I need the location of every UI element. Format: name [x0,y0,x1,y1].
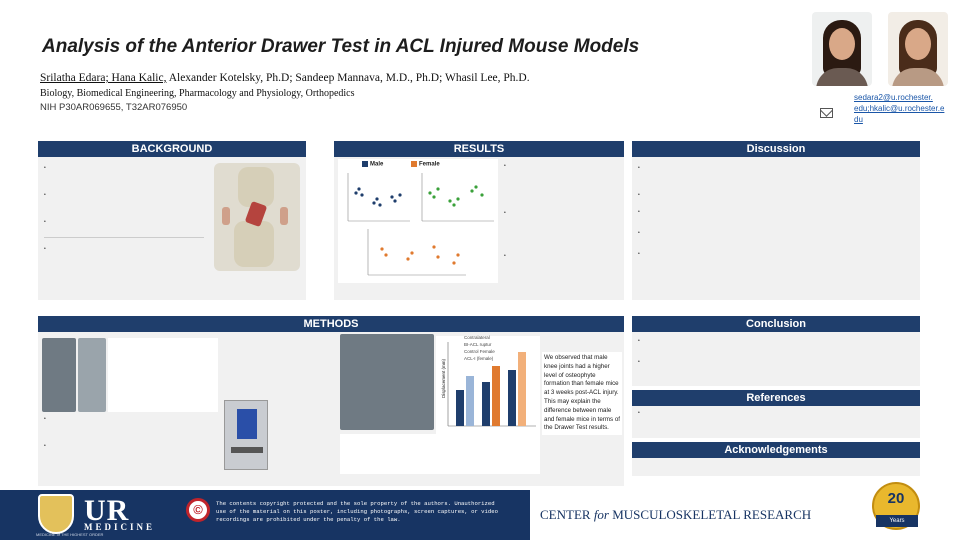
legend-item-acl-rupture: BI-ACL ruptur [464,342,492,347]
footer-dark-band [0,490,530,540]
methods-xray-strip [340,334,434,430]
results-text [504,163,618,292]
methods-panel: METHODS Displacement (mm) Contralateral … [38,316,624,486]
results-heading: RESULTS [334,141,624,157]
legend-female-swatch [411,161,418,167]
methods-chart-legend: Contralateral BI-ACL ruptur Control Fema… [464,334,534,362]
methods-bar-chart: Displacement (mm) [436,336,540,434]
author-photo-1 [812,12,872,86]
copyright-icon: © [186,498,210,522]
mail-icon [820,108,833,118]
conclusion-heading: Conclusion [632,316,920,332]
email-line-2[interactable]: edu;hkalic@u.rochester.e [854,104,945,113]
acknowledgements-heading: Acknowledgements [632,442,920,458]
email-line-1[interactable]: sedara2@u.rochester. [854,93,933,102]
legend-female-label: Female [419,161,440,168]
background-text [44,165,194,273]
department-line: Biology, Biomedical Engineering, Pharmac… [40,88,355,99]
author-list: Srilatha Edara; Hana Kalic, Alexander Ko… [40,72,530,84]
results-legend: Male Female [362,161,440,168]
methods-heading: METHODS [38,316,624,332]
methods-figure-caption [108,338,218,412]
author-list-presenters: Srilatha Edara; Hana Kalic, [40,72,167,84]
legend-item-contralateral: Contralateral [464,335,490,340]
university-crest-icon [38,494,74,534]
background-panel: BACKGROUND [38,141,306,300]
center-name: CENTER for MUSCULOSKELETAL RESEARCH [540,507,811,523]
center-name-suffix: MUSCULOSKELETAL RESEARCH [608,507,812,522]
methods-text [44,416,218,470]
methods-xray-image-2 [78,338,106,412]
conclusion-text [638,338,914,380]
knee-anatomy-illustration [214,163,300,271]
results-scatter-plot [347,173,494,276]
grant-line: NIH P30AR069655, T32AR076950 [40,102,188,113]
email-line-3[interactable]: du [854,115,863,124]
results-panel: RESULTS Male Female [334,141,624,300]
author-list-others: Alexander Kotelsky, Ph.D; Sandeep Mannav… [166,72,530,84]
center-name-for: for [593,507,609,522]
references-text [638,410,914,435]
center-name-prefix: CENTER [540,507,594,522]
methods-bottom-captions [340,434,540,474]
background-heading: BACKGROUND [38,141,306,157]
legend-male-swatch [362,161,368,167]
results-figure: Male Female [338,159,498,283]
anniversary-badge-years: Years [876,515,918,527]
legend-item-control-female: Control Female [464,349,495,354]
discussion-heading: Discussion [632,141,920,157]
drawer-test-device-photo [224,400,268,470]
legend-male-label: Male [370,161,384,168]
conclusion-panel: Conclusion [632,316,920,386]
poster-title: Analysis of the Anterior Drawer Test in … [42,36,640,57]
legend-item-acl-female: ACL-I (female) [464,356,494,361]
discussion-panel: Discussion [632,141,920,300]
ur-logo-subtitle: MEDICINE [84,522,156,532]
references-heading: References [632,390,920,406]
discussion-text [638,165,914,272]
contact-emails[interactable]: sedara2@u.rochester. edu;hkalic@u.roches… [854,92,954,125]
acknowledgements-panel: Acknowledgements [632,442,920,476]
references-panel: References [632,390,920,438]
osteophyte-bar-plot [447,342,536,427]
device-caption [228,338,298,394]
copyright-notice: The contents copyright protected and the… [216,500,498,523]
acknowledgements-text [638,462,914,472]
author-photo-2 [888,12,948,86]
methods-xray-image-1 [42,338,76,412]
ur-tagline: MEDICINE of THE HIGHEST ORDER [36,532,104,537]
methods-chart-conclusion: We observed that male knee joints had a … [542,352,622,436]
ur-logo-letters: UR [84,494,130,527]
methods-chart-ylabel: Displacement (mm) [441,358,447,399]
